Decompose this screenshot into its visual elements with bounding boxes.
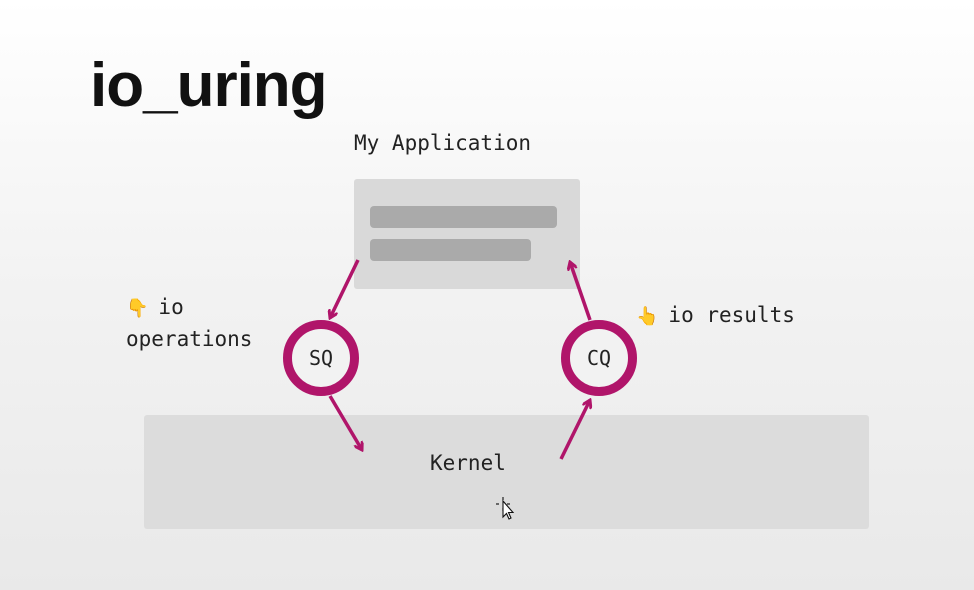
cq-to-app-arrow [570,262,592,321]
move-cursor-icon [496,497,515,520]
pointing-down-hand-icon: 👇 [126,298,149,319]
pointing-up-hand-icon: 👆 [636,306,659,327]
kernel-to-cq-arrow [559,400,590,460]
submission-queue-ring: SQ [283,320,359,396]
io-results-label: io results [668,303,795,327]
sq-to-kernel-arrow [328,395,362,450]
io-operations-line2: operations [126,327,253,351]
completion-queue-ring: CQ [561,320,637,396]
application-bar [370,239,531,261]
application-box [354,179,580,289]
cq-label: CQ [586,346,612,370]
application-label: My Application [354,131,532,155]
application-bar [370,206,557,228]
slide-title: io_uring [90,51,328,120]
app-to-sq-arrow [330,259,360,318]
io-operations-line1: io [158,295,184,319]
sq-label: SQ [308,346,334,370]
io-results-note: 👆 io results [636,300,795,332]
kernel-label: Kernel [430,451,506,475]
io-operations-note: 👇 io operations [126,292,252,354]
